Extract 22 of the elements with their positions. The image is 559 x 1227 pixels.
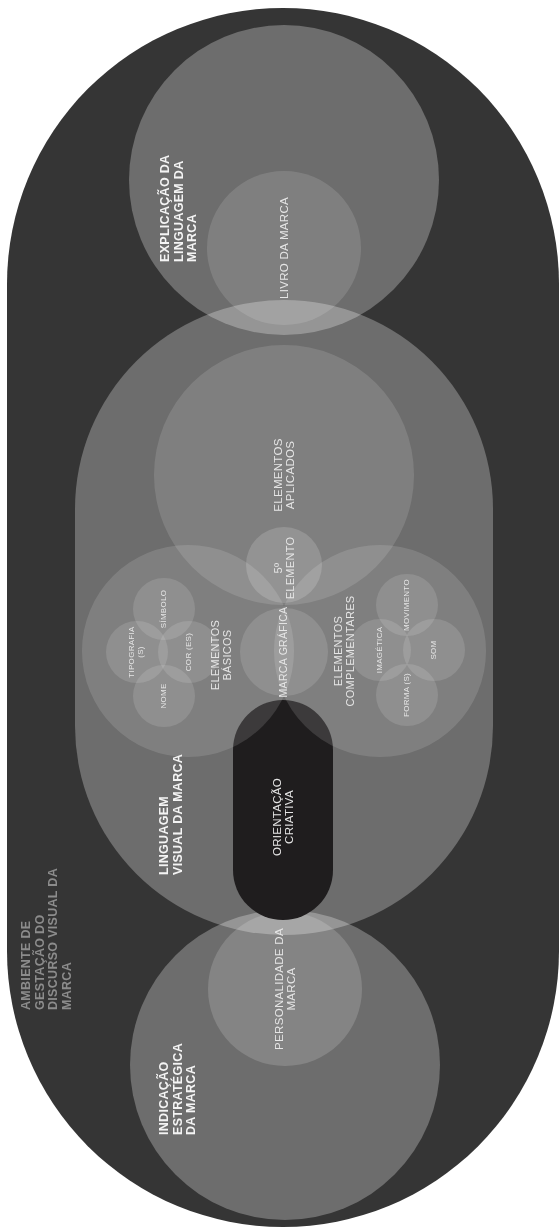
circle-label: NOME: [159, 682, 169, 711]
circle-label: 5º ELEMENTO: [273, 535, 297, 602]
heading-label: INDICAÇÃO ESTRATÉGICA DA MARCA: [158, 1042, 199, 1135]
circle-label: MARCA GRÁFICA: [278, 605, 290, 700]
heading-label: EXPLICAÇÃO DA LINGUAGEM DA MARCA: [159, 154, 200, 262]
circle-label: LIVRO DA MARCA: [277, 196, 291, 301]
circle-label: IMAGÉTICA: [375, 625, 385, 676]
environment-pill: [7, 8, 559, 1227]
circle-label: ELEMENTOS BÁSICOS: [210, 618, 234, 693]
circle-label: PERSONALIDADE DA MARCA: [272, 927, 298, 1052]
circle-label: TIPOGRAFIA (S): [128, 625, 146, 680]
heading-label: LINGUAGEM VISUAL DA MARCA: [158, 752, 185, 875]
circle-label: MOVIMENTO: [402, 578, 412, 633]
circle-label: COR (ES): [184, 631, 194, 674]
circle-label: SOM: [429, 639, 439, 662]
heading-label: AMBIENTE DE GESTAÇÃO DO DISCURSO VISUAL DA MARCA: [20, 867, 74, 1010]
circle-label: FORMA (S): [402, 672, 412, 720]
circle-label: ELEMENTOS APLICADOS: [271, 437, 297, 514]
orientation-pill: [233, 700, 333, 920]
circle-label: SÍMBOLO: [159, 588, 169, 631]
circle-label: ORIENTAÇÃO CRIATIVA: [270, 776, 296, 859]
circle-label: ELEMENTOS COMPLEMENTARES: [333, 594, 357, 709]
